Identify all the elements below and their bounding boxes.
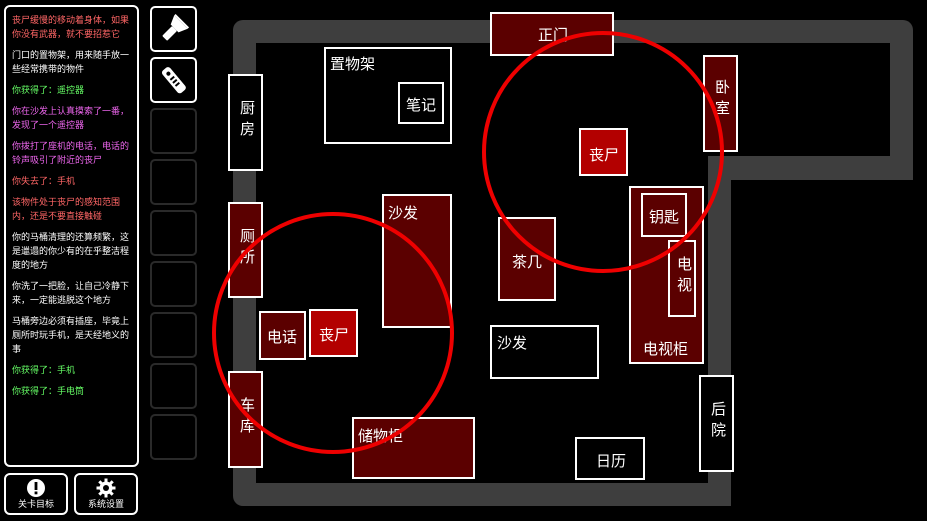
kitchen-label: 厨房 bbox=[238, 100, 256, 142]
log-message: 该物件处于丧尸的感知范围内，还是不要直接触碰 bbox=[12, 198, 121, 222]
key[interactable]: 钥匙 bbox=[641, 193, 687, 237]
level-goal-button[interactable]: 关卡目标 bbox=[4, 473, 68, 515]
kitchen[interactable]: 厨房 bbox=[228, 74, 263, 171]
front-door-label: 正门 bbox=[538, 26, 569, 44]
hall-wall bbox=[708, 156, 913, 180]
flashlight-icon bbox=[162, 13, 190, 41]
log-message: 你获得了：手机 bbox=[12, 366, 76, 376]
exclamation-icon bbox=[27, 479, 45, 497]
calendar-label: 日历 bbox=[596, 452, 627, 470]
inventory-slot-flashlight[interactable] bbox=[150, 6, 197, 52]
log-message: 你拨打了座机的电话，电话的铃声吸引了附近的丧尸 bbox=[12, 142, 130, 166]
log-message: 马桶旁边必须有插座，毕竟上厕所时玩手机，是天经地义的事 bbox=[12, 317, 130, 355]
sofa-bottom-label: 沙发 bbox=[497, 334, 528, 352]
log-message: 你获得了：遥控器 bbox=[12, 86, 85, 96]
storage-cabinet-label: 储物柜 bbox=[358, 427, 404, 445]
tv-label: 电视 bbox=[675, 256, 693, 298]
level-goal-label: 关卡目标 bbox=[17, 500, 54, 510]
inventory-slot-empty[interactable] bbox=[150, 363, 197, 409]
garage[interactable]: 车库 bbox=[228, 371, 263, 468]
inventory-slot-empty[interactable] bbox=[150, 414, 197, 460]
coffee-table-label: 茶几 bbox=[512, 253, 543, 271]
inventory-slot-empty[interactable] bbox=[150, 108, 197, 154]
system-settings-label: 系统设置 bbox=[87, 500, 124, 510]
bedroom[interactable]: 卧室 bbox=[703, 55, 738, 152]
calendar[interactable]: 日历 bbox=[575, 437, 645, 480]
backyard[interactable]: 后院 bbox=[699, 375, 734, 472]
log-message: 你的马桶清理的还算频繁，这是邋遢的你少有的在乎整洁程度的地方 bbox=[12, 233, 130, 271]
inventory-slot-empty[interactable] bbox=[150, 312, 197, 358]
inventory-slot-empty[interactable] bbox=[150, 210, 197, 256]
log-message: 门口的置物架，用来随手放一些经常携带的物件 bbox=[12, 51, 130, 75]
log-message: 你获得了：手电筒 bbox=[12, 387, 85, 397]
key-label: 钥匙 bbox=[649, 208, 680, 226]
hall-floor bbox=[708, 43, 890, 156]
phone-label: 电话 bbox=[267, 328, 298, 346]
tv[interactable]: 电视 bbox=[668, 240, 696, 317]
message-log: 丧尸缓慢的移动着身体，如果你没有武器，就不要招惹它门口的置物架，用来随手放一些经… bbox=[4, 5, 139, 467]
sofa-top-label: 沙发 bbox=[388, 204, 419, 222]
notes[interactable]: 笔记 bbox=[398, 82, 444, 124]
system-settings-button[interactable]: 系统设置 bbox=[74, 473, 138, 515]
zombie-top[interactable]: 丧尸 bbox=[579, 128, 628, 176]
log-message: 丧尸缓慢的移动着身体，如果你没有武器，就不要招惹它 bbox=[12, 16, 130, 40]
front-door[interactable]: 正门 bbox=[490, 12, 614, 56]
gear-icon bbox=[96, 478, 116, 498]
outside-area bbox=[731, 180, 921, 520]
phone[interactable]: 电话 bbox=[259, 311, 306, 360]
zombie-left[interactable]: 丧尸 bbox=[309, 309, 358, 357]
log-message: 你洗了一把脸，让自己冷静下来，一定能逃脱这个地方 bbox=[12, 282, 130, 306]
toilet[interactable]: 厕所 bbox=[228, 202, 263, 298]
zombie-top-label: 丧尸 bbox=[589, 146, 620, 164]
inventory-slot-empty[interactable] bbox=[150, 159, 197, 205]
garage-label: 车库 bbox=[238, 397, 256, 439]
inventory-slot-empty[interactable] bbox=[150, 261, 197, 307]
bedroom-label: 卧室 bbox=[713, 79, 731, 121]
zombie-left-label: 丧尸 bbox=[319, 326, 350, 344]
tv-cabinet-label: 电视柜 bbox=[643, 340, 689, 358]
log-message: 你失去了：手机 bbox=[12, 177, 76, 187]
sofa-top[interactable]: 沙发 bbox=[382, 194, 452, 328]
remote-control-icon bbox=[161, 67, 186, 94]
shelf-label: 置物架 bbox=[330, 55, 376, 73]
toilet-label: 厕所 bbox=[238, 228, 256, 270]
inventory-slot-remote-control[interactable] bbox=[150, 57, 197, 103]
notes-label: 笔记 bbox=[406, 96, 437, 114]
log-message: 你在沙发上认真摸索了一番，发现了一个遥控器 bbox=[12, 107, 130, 131]
backyard-label: 后院 bbox=[709, 401, 727, 443]
sofa-bottom[interactable]: 沙发 bbox=[490, 325, 599, 379]
coffee-table[interactable]: 茶几 bbox=[498, 217, 556, 301]
storage-cabinet[interactable]: 储物柜 bbox=[352, 417, 475, 479]
